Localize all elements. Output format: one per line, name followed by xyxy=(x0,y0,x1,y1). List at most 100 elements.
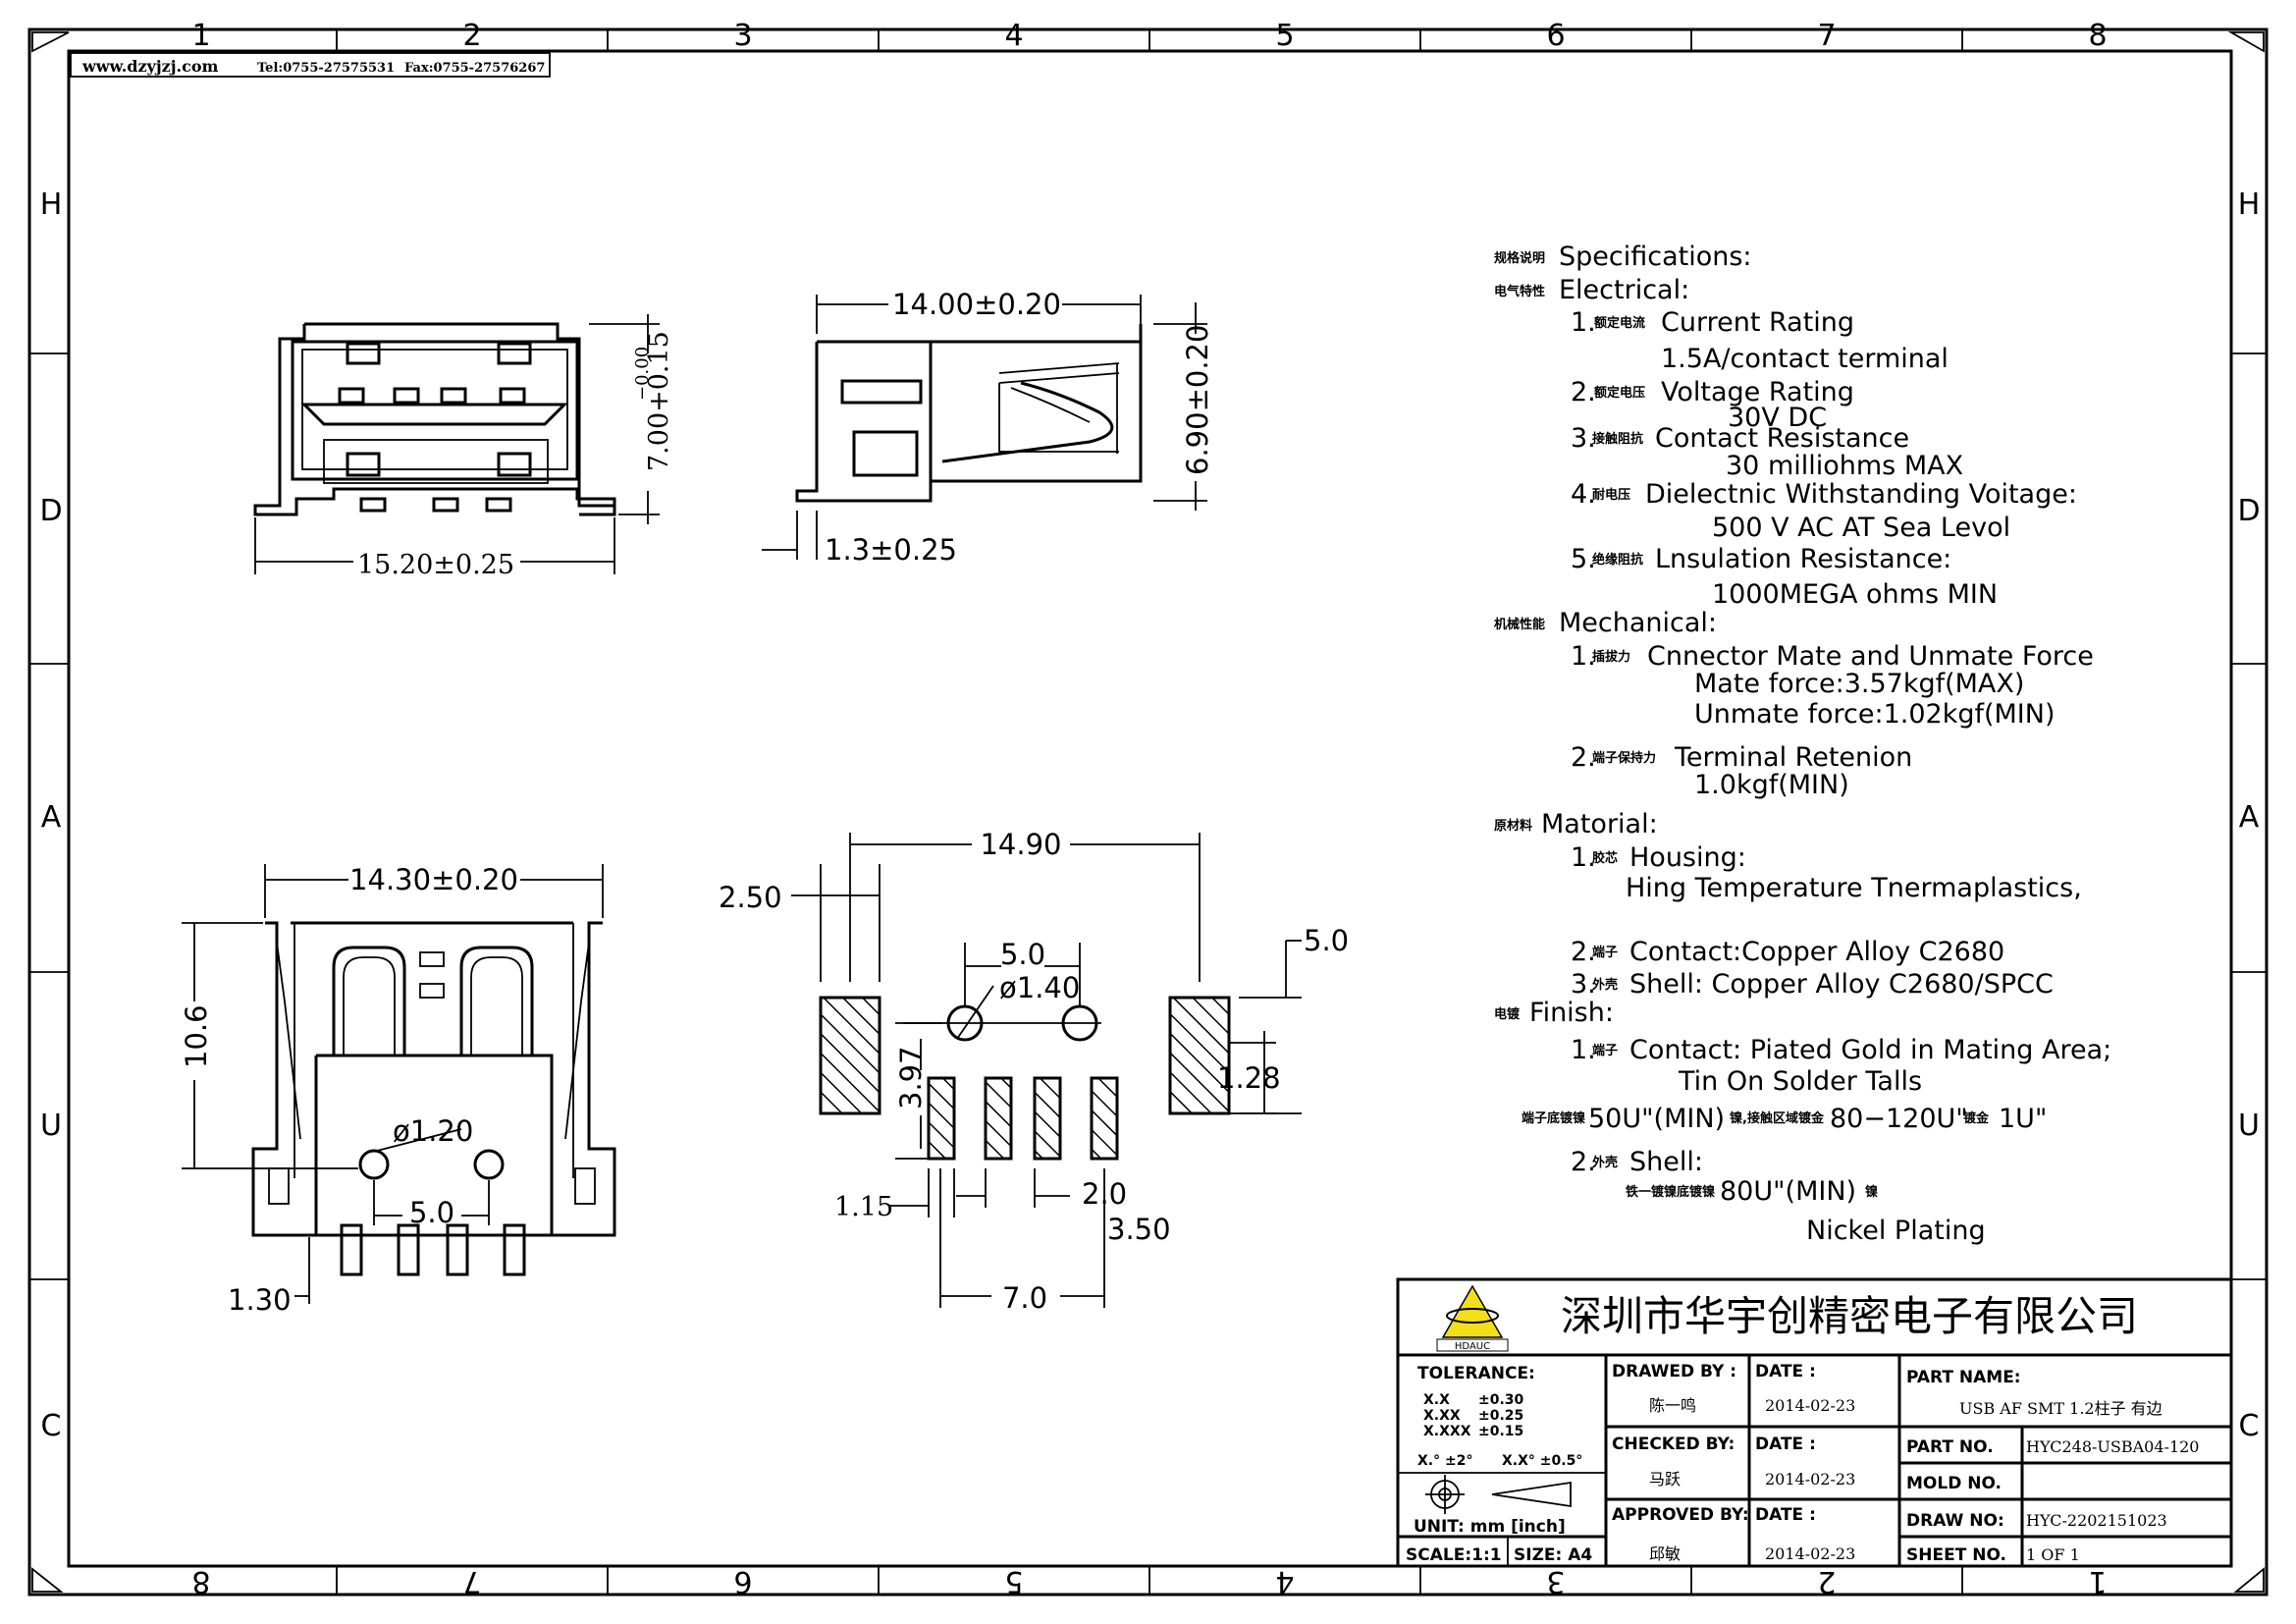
checked-by-value: 马跃 xyxy=(1649,1470,1681,1489)
unit-text: UNIT: mm [inch] xyxy=(1414,1517,1566,1537)
mat-item-2-cn: 端子 xyxy=(1592,945,1618,960)
bottom-hole-dim: ø1.20 xyxy=(393,1114,473,1148)
side-offset-dim: 1.3±0.25 xyxy=(825,533,957,567)
angle-tol-2: X.X° ±0.5° xyxy=(1502,1453,1582,1469)
tol-2-val: ±0.25 xyxy=(1478,1408,1523,1424)
side-view: 14.00±0.20 6.90±0.20 1.3±0.25 xyxy=(762,288,1214,567)
fin-item-1-cn1: 端子底镀镍 xyxy=(1522,1110,1585,1126)
bottom-view: 14.30±0.20 10.6 ø1.20 5.0 1.30 xyxy=(180,863,616,1317)
fin-item-1-line3c: 1U" xyxy=(1999,1104,2047,1134)
sheet-no-label: SHEET NO. xyxy=(1906,1545,2006,1565)
spec-item-1-num: 1. xyxy=(1571,307,1596,338)
front-view: 15.20±0.25 7.00+0.15 −0.00 xyxy=(253,314,674,580)
grid-col-top-2: 2 xyxy=(462,19,481,53)
spec-item-3-num: 3. xyxy=(1571,423,1596,454)
side-width-dim: 14.00±0.20 xyxy=(892,288,1061,321)
date-label-2: DATE : xyxy=(1755,1435,1816,1454)
fp-padw-dim: 2.50 xyxy=(719,881,782,914)
grid-row-left-D: D xyxy=(39,494,62,528)
drawn-by-value: 陈一鸣 xyxy=(1649,1396,1696,1415)
fin-item-1-cn3: 镀金 xyxy=(1963,1110,1990,1126)
fin-item-2-cn-line2: 铁一镀镍底镀镍 xyxy=(1625,1184,1715,1200)
electrical-cn: 电气特性 xyxy=(1494,284,1545,299)
spec-heading-cn: 规格说明 xyxy=(1494,250,1545,266)
tol-3-val: ±0.15 xyxy=(1478,1424,1523,1439)
pad-left xyxy=(819,996,881,1115)
date-value-2: 2014-02-23 xyxy=(1765,1470,1855,1489)
draw-no-label: DRAW NO: xyxy=(1906,1511,2004,1531)
mat-item-2-label: Contact:Copper Alloy C2680 xyxy=(1629,937,2004,967)
grid-col-top-8: 8 xyxy=(2088,19,2107,53)
fin-item-1-cn: 端子 xyxy=(1592,1043,1618,1058)
fin-item-2-num: 2. xyxy=(1571,1147,1596,1177)
fin-item-1-num: 1. xyxy=(1571,1035,1596,1065)
mat-item-1-label: Housing: xyxy=(1629,842,1746,873)
part-no-label: PART NO. xyxy=(1906,1437,1994,1457)
mech-item-1-line2: Mate force:3.57kgf(MAX) xyxy=(1694,669,2024,699)
scale-text: SCALE:1:1 xyxy=(1406,1545,1502,1565)
front-width-dim: 15.20±0.25 xyxy=(357,550,514,580)
drawn-by-label: DRAWED BY : xyxy=(1612,1362,1736,1381)
fp-rowgap-dim: 3.97 xyxy=(894,1046,928,1110)
footprint-view: 14.90 2.50 5.0 5.0 ø1.40 3.97 1.28 1.15 xyxy=(719,828,1349,1315)
bottom-width-dim: 14.30±0.20 xyxy=(349,863,518,896)
grid-row-right-U: U xyxy=(2238,1109,2260,1143)
checked-by-label: CHECKED BY: xyxy=(1612,1435,1735,1454)
spec-item-4-cn: 耐电压 xyxy=(1592,487,1630,503)
pad-right xyxy=(1168,996,1231,1115)
mold-no-label: MOLD NO. xyxy=(1906,1474,2002,1493)
date-label-3: DATE : xyxy=(1755,1505,1816,1525)
mech-item-1-cn: 插拔力 xyxy=(1592,649,1630,665)
mechanical-heading: Mechanical: xyxy=(1559,608,1717,638)
tel-text: Tel:0755-27575531 xyxy=(257,61,395,76)
header-stamp: www.dzyjzj.com Tel:0755-27575531 Fax:075… xyxy=(70,52,551,78)
spec-item-1-label: Current Rating xyxy=(1661,307,1854,338)
grid-col-top-1: 1 xyxy=(191,19,210,53)
grid-row-right-H: H xyxy=(2238,188,2261,222)
bottom-height-dim: 10.6 xyxy=(180,1004,213,1068)
side-height-dim: 6.90±0.20 xyxy=(1181,325,1214,475)
size-text: SIZE: A4 xyxy=(1514,1545,1592,1565)
fp-padh-dim: 1.28 xyxy=(1217,1061,1281,1095)
logo-text: HDAUC xyxy=(1455,1341,1490,1352)
spec-item-4-value: 500 V AC AT Sea Levol xyxy=(1712,513,2010,543)
mat-item-3-num: 3. xyxy=(1571,969,1596,1000)
fp-holed-dim: ø1.40 xyxy=(999,971,1080,1004)
bottom-pitch-dim: 5.0 xyxy=(409,1196,454,1229)
grid-col-bottom-6: 6 xyxy=(733,1564,752,1598)
date-value-1: 2014-02-23 xyxy=(1765,1396,1855,1415)
mech-item-1-label: Cnnector Mate and Unmate Force xyxy=(1647,641,2094,672)
tol-2-key: X.XX xyxy=(1423,1408,1461,1424)
mech-item-2-num: 2. xyxy=(1571,742,1596,773)
approved-by-value: 邱敏 xyxy=(1649,1544,1681,1563)
spec-item-5-label: Lnsulation Resistance: xyxy=(1655,544,1951,574)
mech-item-2-cn: 端子保持力 xyxy=(1592,750,1656,766)
spec-item-2-value: 30V DC xyxy=(1728,403,1827,433)
material-heading: Matorial: xyxy=(1541,809,1658,839)
grid-col-bottom-4: 4 xyxy=(1275,1564,1294,1598)
fin-item-2-label: Shell: xyxy=(1629,1147,1703,1177)
company-name: 深圳市华宇创精密电子有限公司 xyxy=(1561,1292,2138,1340)
mat-item-1-cn: 胶芯 xyxy=(1592,850,1618,866)
projection-symbol-icon xyxy=(1425,1475,1572,1514)
mech-item-1-num: 1. xyxy=(1571,641,1596,672)
part-no-value: HYC248-USBA04-120 xyxy=(2026,1437,2199,1456)
spec-item-3-value: 30 milliohms MAX xyxy=(1726,451,1963,481)
tolerance-label: TOLERANCE: xyxy=(1417,1364,1535,1383)
draw-no-value: HYC-2202151023 xyxy=(2026,1511,2167,1530)
grid-row-labels-left: HDAUC xyxy=(39,188,62,1443)
company-logo: HDAUC xyxy=(1436,1284,1509,1352)
finish-heading: Finish: xyxy=(1529,998,1614,1028)
fp-total-dim: 7.0 xyxy=(1002,1281,1047,1315)
grid-col-bottom-2: 2 xyxy=(1817,1564,1836,1598)
grid-col-top-6: 6 xyxy=(1546,19,1565,53)
grid-row-labels-right: HDAUC xyxy=(2237,188,2260,1443)
grid-row-left-H: H xyxy=(40,188,63,222)
fin-item-1-line3b: 80−120U" xyxy=(1830,1104,1968,1134)
mat-item-1-num: 1. xyxy=(1571,842,1596,873)
grid-col-top-3: 3 xyxy=(733,19,752,53)
sheet-frame xyxy=(27,27,2269,1597)
grid-row-left-U: U xyxy=(40,1109,62,1143)
grid-row-left-C: C xyxy=(41,1409,62,1443)
